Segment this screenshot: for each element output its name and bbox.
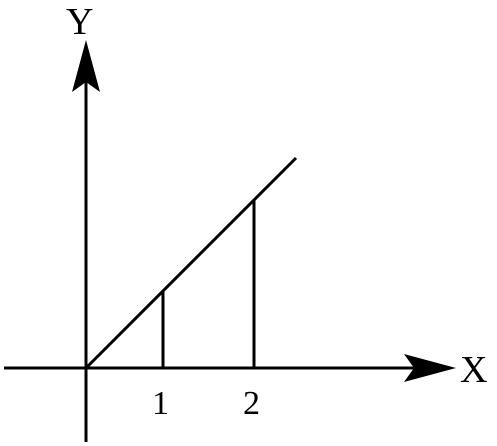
x-axis-label: X: [460, 349, 487, 391]
y-axis-label: Y: [66, 1, 93, 43]
tick-label-1: 1: [152, 385, 169, 422]
tick-label-2: 2: [243, 385, 260, 422]
diagonal-line: [84, 156, 298, 370]
x-axis-arrowhead: [404, 354, 456, 382]
y-axis-arrowhead: [72, 40, 100, 92]
